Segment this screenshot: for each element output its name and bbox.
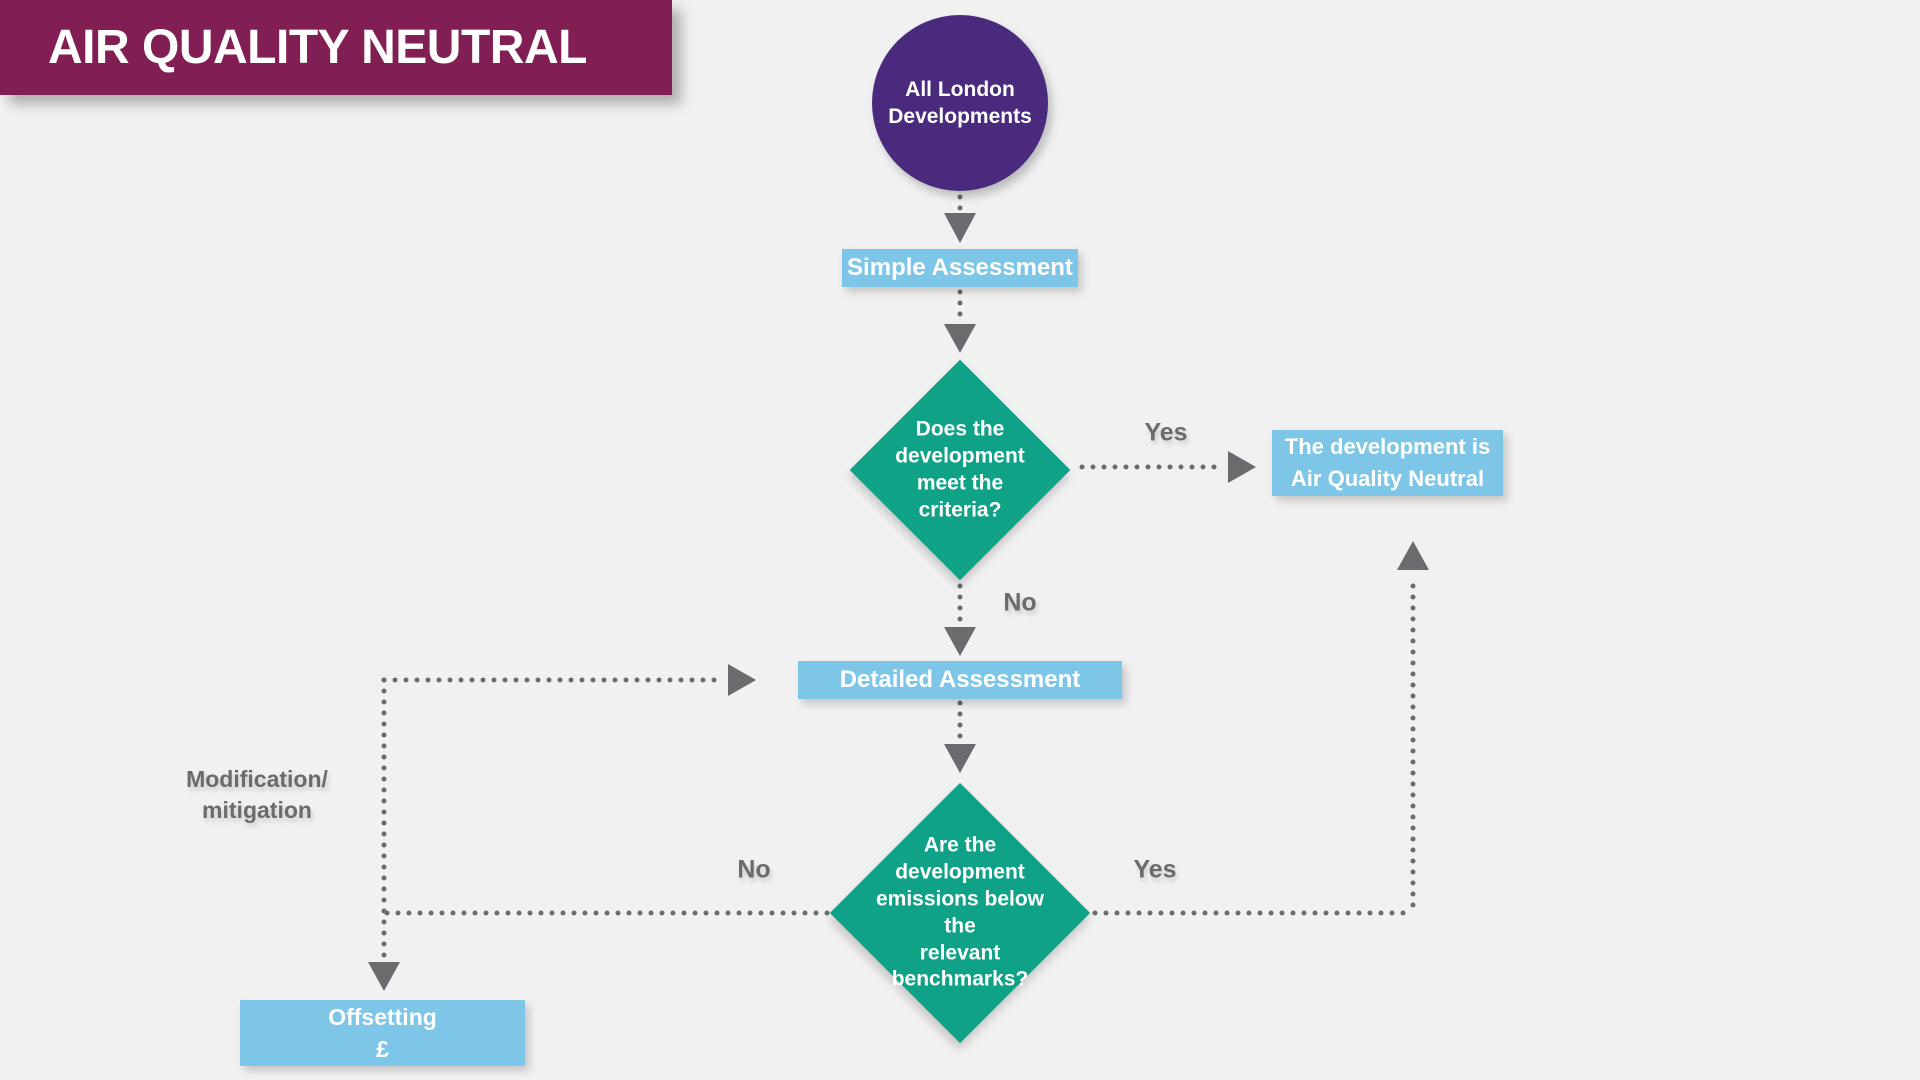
edge-label-benchmarks-yes: Yes <box>1133 855 1177 884</box>
node-label: All London Developments <box>888 77 1032 128</box>
edge-label-benchmarks-no: No <box>737 855 771 884</box>
node-label: Does the development meet the criteria? <box>895 417 1025 521</box>
arrowhead-down-icon <box>944 213 976 243</box>
arrowhead-right-icon <box>1228 451 1256 483</box>
arrowhead-down-icon <box>944 627 976 656</box>
arrowhead-down-icon <box>944 744 976 773</box>
node-label: Detailed Assessment <box>839 666 1081 693</box>
page-title: AIR QUALITY NEUTRAL <box>48 21 587 74</box>
node-air-quality-neutral-result: The development is Air Quality Neutral <box>1272 430 1503 496</box>
node-detailed-assessment: Detailed Assessment <box>798 661 1122 699</box>
node-label: Simple Assessment <box>847 254 1073 281</box>
arrowhead-right-icon <box>728 664 756 696</box>
node-label: Offsetting £ <box>328 1003 437 1062</box>
node-simple-assessment: Simple Assessment <box>842 249 1078 287</box>
edge-label-criteria-no: No <box>1003 588 1037 617</box>
node-offsetting: Offsetting £ <box>240 1000 525 1066</box>
edge-label-modification-mitigation: Modification/ mitigation <box>186 765 328 823</box>
node-label: The development is Air Quality Neutral <box>1284 434 1491 491</box>
arrowhead-down-icon <box>368 962 400 991</box>
node-label: Are the development emissions below the … <box>875 833 1045 991</box>
node-all-london-developments: All London Developments <box>872 15 1048 191</box>
edge-label-criteria-yes: Yes <box>1144 418 1188 447</box>
arrowhead-down-icon <box>944 324 976 353</box>
title-banner: AIR QUALITY NEUTRAL <box>0 0 672 95</box>
arrowhead-up-icon <box>1397 541 1429 570</box>
